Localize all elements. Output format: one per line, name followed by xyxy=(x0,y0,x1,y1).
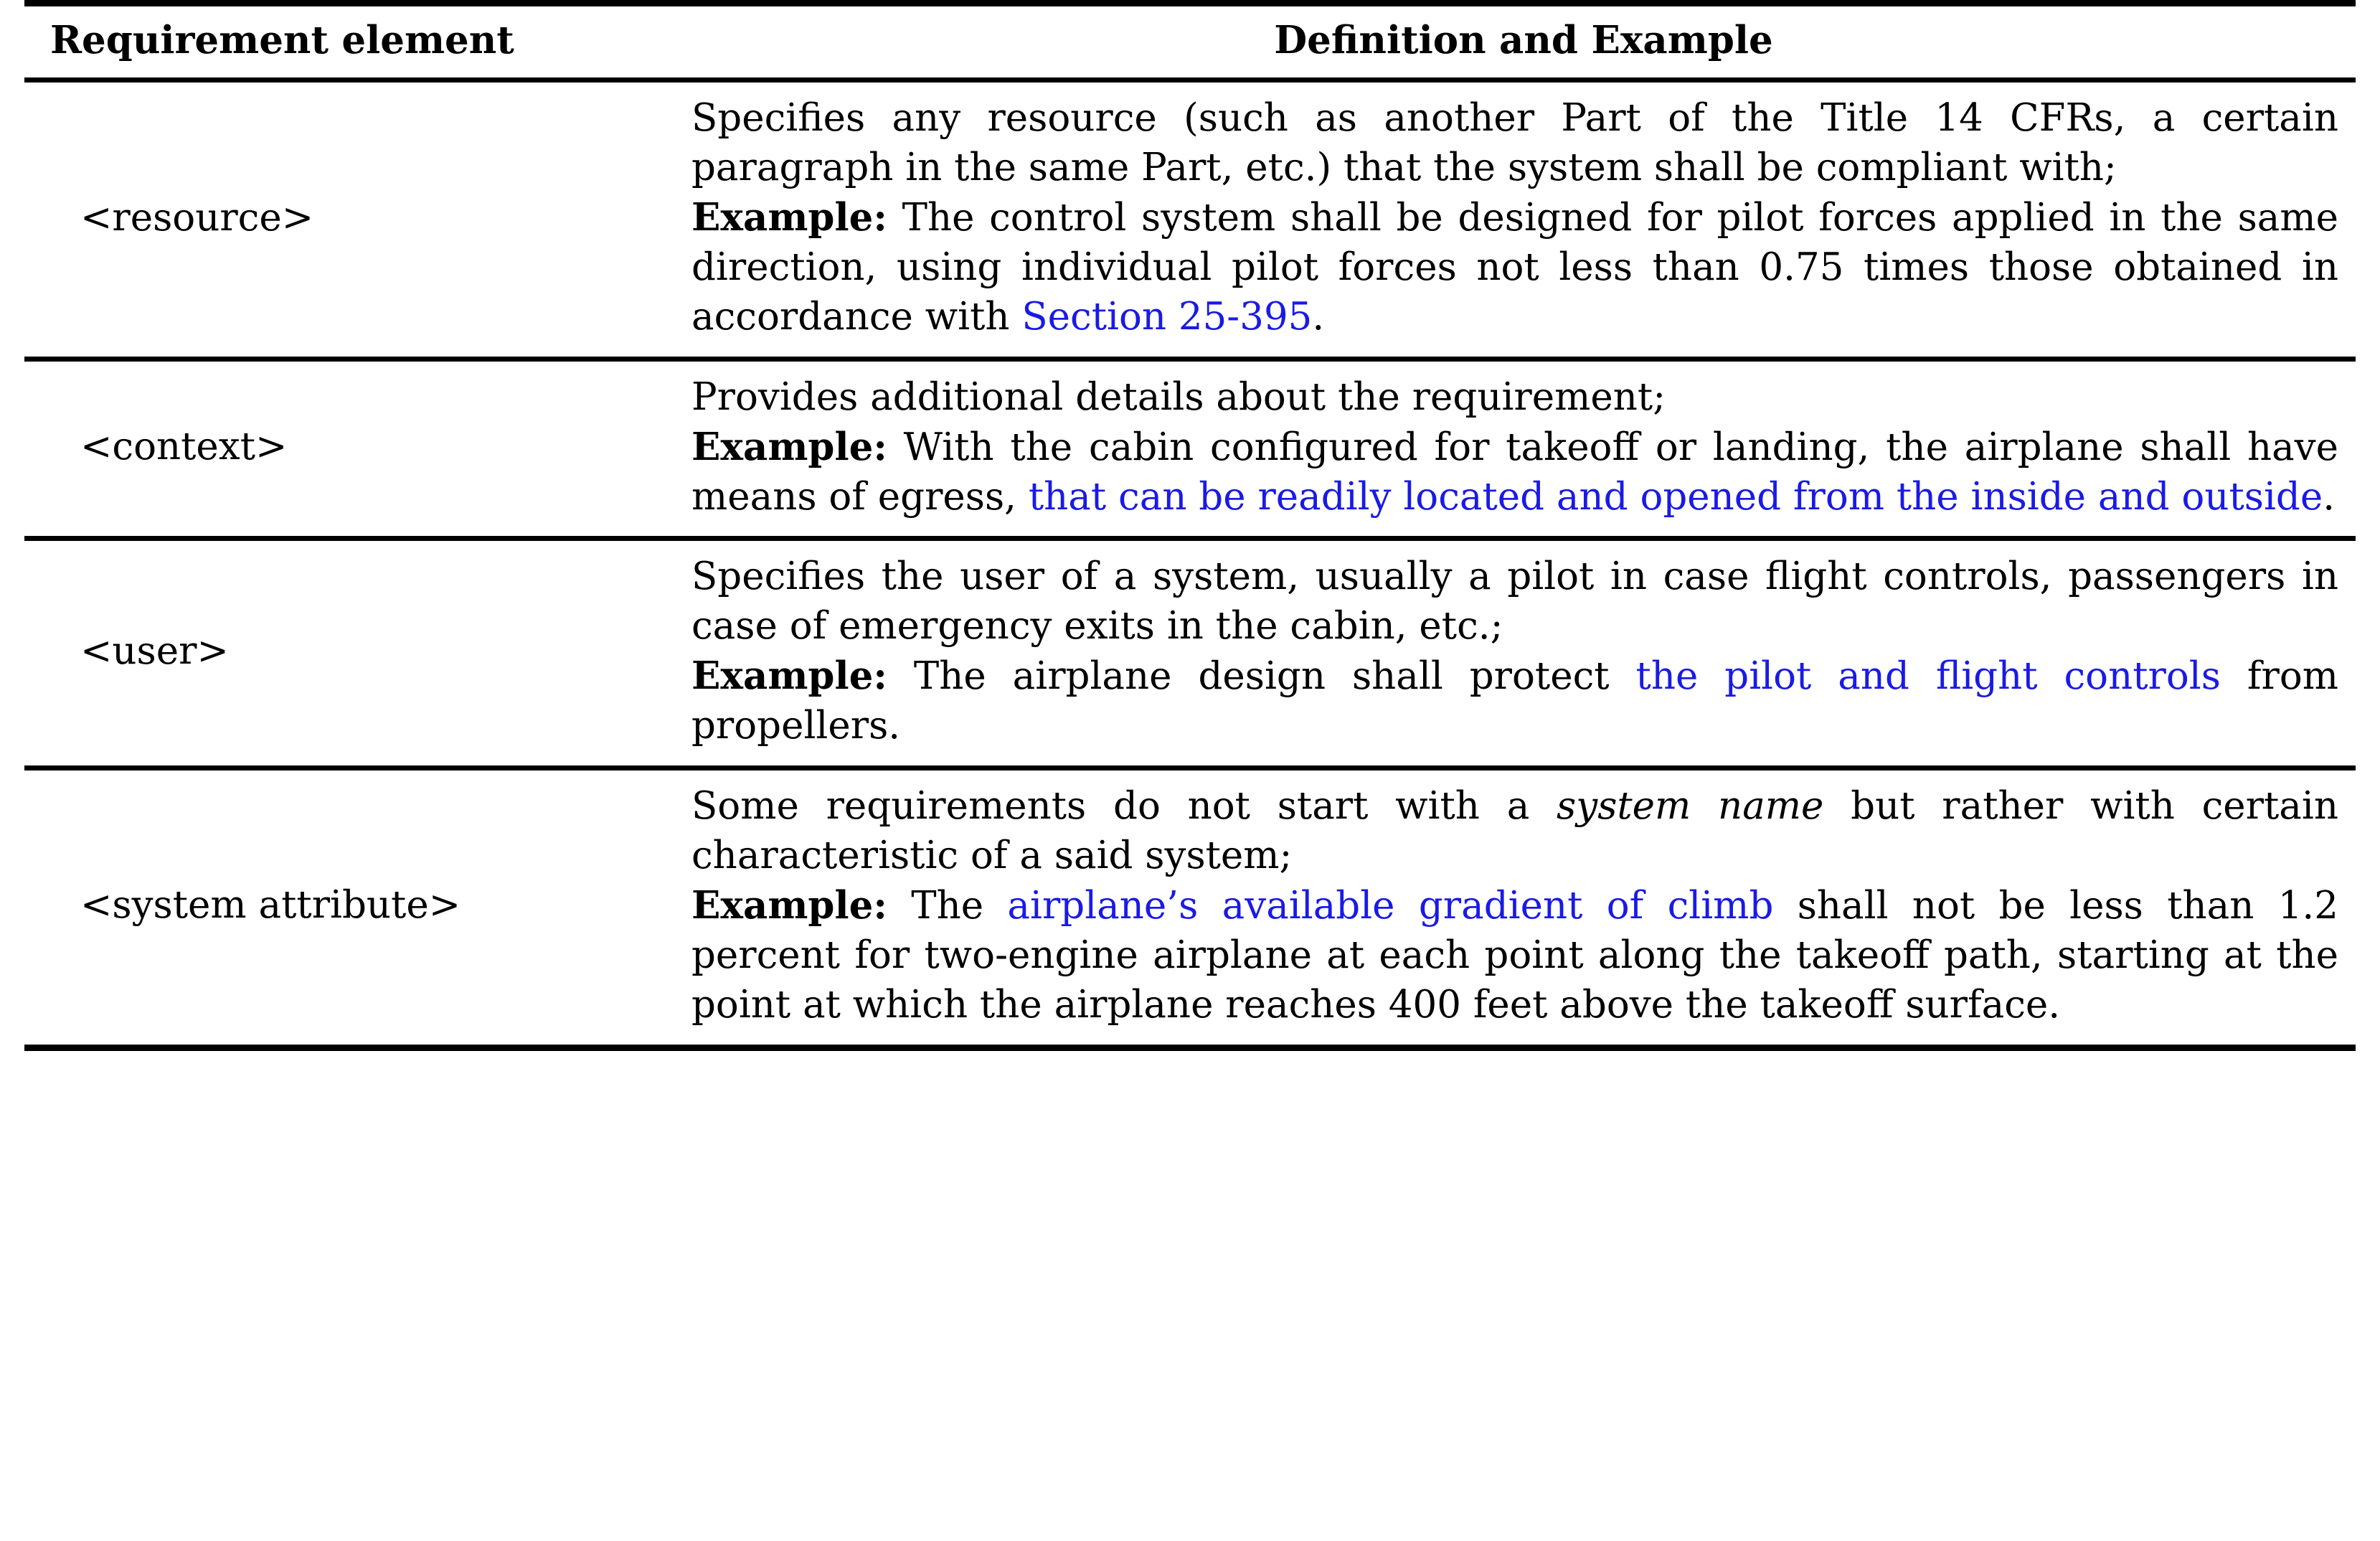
example-text-user-part1: The airplane design shall protect xyxy=(887,654,1636,699)
table-bottom-rule-left xyxy=(24,1044,670,1054)
table-bottom-rule-row xyxy=(24,1044,2356,1054)
example-label-user: Example: xyxy=(691,654,887,699)
definition-cell-system-attribute: Some requirements do not start with a sy… xyxy=(670,768,2356,1047)
requirement-elements-table-container: Requirement element Definition and Examp… xyxy=(24,0,2356,1054)
table-header-row: Requirement element Definition and Examp… xyxy=(24,3,2356,80)
requirement-element-label-system-attribute: <system attribute> xyxy=(80,883,461,928)
example-text-context-part2: . xyxy=(2323,474,2336,519)
table-row-context: <context> Provides additional details ab… xyxy=(24,359,2356,539)
definition-lead-system-attribute-pre: Some requirements do not start with a xyxy=(691,784,1557,829)
example-text-user-part2: from propellers. xyxy=(691,654,2338,748)
example-label-resource: Example: xyxy=(691,195,887,240)
table-body: <resource> Specifies any resource (such … xyxy=(24,80,2356,1054)
definition-cell-user: Specifies the user of a system, usually … xyxy=(670,539,2356,768)
requirement-element-label-context: <context> xyxy=(80,425,288,469)
table-header: Requirement element Definition and Examp… xyxy=(24,3,2356,80)
example-highlight-context: that can be readily located and opened f… xyxy=(1028,474,2323,519)
requirement-elements-table: Requirement element Definition and Examp… xyxy=(24,0,2356,1054)
example-text-system-attribute-part1: The xyxy=(887,883,1008,928)
definition-cell-context: Provides additional details about the re… xyxy=(670,359,2356,539)
example-highlight-user: the pilot and flight controls xyxy=(1635,654,2221,699)
definition-lead-system-attribute-post: but rather with certain characteristic o… xyxy=(691,784,2338,877)
definition-lead-user: Specifies the user of a system, usually … xyxy=(691,555,2338,649)
definition-text-user: Specifies the user of a system, usually … xyxy=(691,552,2338,751)
definition-text-resource: Specifies any resource (such as another … xyxy=(691,94,2338,341)
definition-lead-system-attribute-italic: system name xyxy=(1557,784,1824,829)
example-label-context: Example: xyxy=(691,424,887,469)
example-text-context-part1: With the cabin configured for takeoff or… xyxy=(691,425,2338,519)
example-text-resource-part2: . xyxy=(1312,294,1325,339)
example-text-system-attribute-part2: shall not be less than 1.2 percent for t… xyxy=(691,883,2338,1027)
requirement-element-label-resource: <resource> xyxy=(80,195,314,240)
table-bottom-rule-right xyxy=(670,1044,2356,1054)
definition-text-system-attribute: Some requirements do not start with a sy… xyxy=(691,782,2338,1029)
requirement-element-label-user: <user> xyxy=(80,629,229,674)
definition-text-context: Provides additional details about the re… xyxy=(691,373,2338,522)
definition-cell-resource: Specifies any resource (such as another … xyxy=(670,80,2356,359)
table-row-user: <user> Specifies the user of a system, u… xyxy=(24,538,2356,768)
column-header-requirement-element: Requirement element xyxy=(50,18,514,62)
example-text-resource-part1: The control system shall be designed for… xyxy=(691,196,2338,339)
example-label-system-attribute: Example: xyxy=(691,882,887,928)
table-row-resource: <resource> Specifies any resource (such … xyxy=(24,80,2356,359)
example-highlight-resource: Section 25-395 xyxy=(1021,294,1313,339)
definition-lead-resource: Specifies any resource (such as another … xyxy=(691,96,2338,190)
definition-lead-context: Provides additional details about the re… xyxy=(691,374,1666,419)
table-row-system-attribute: <system attribute> Some requirements do … xyxy=(24,768,2356,1047)
example-highlight-system-attribute: airplane’s available gradient of climb xyxy=(1007,883,1774,928)
column-header-definition-and-example: Definition and Example xyxy=(1274,18,1773,62)
